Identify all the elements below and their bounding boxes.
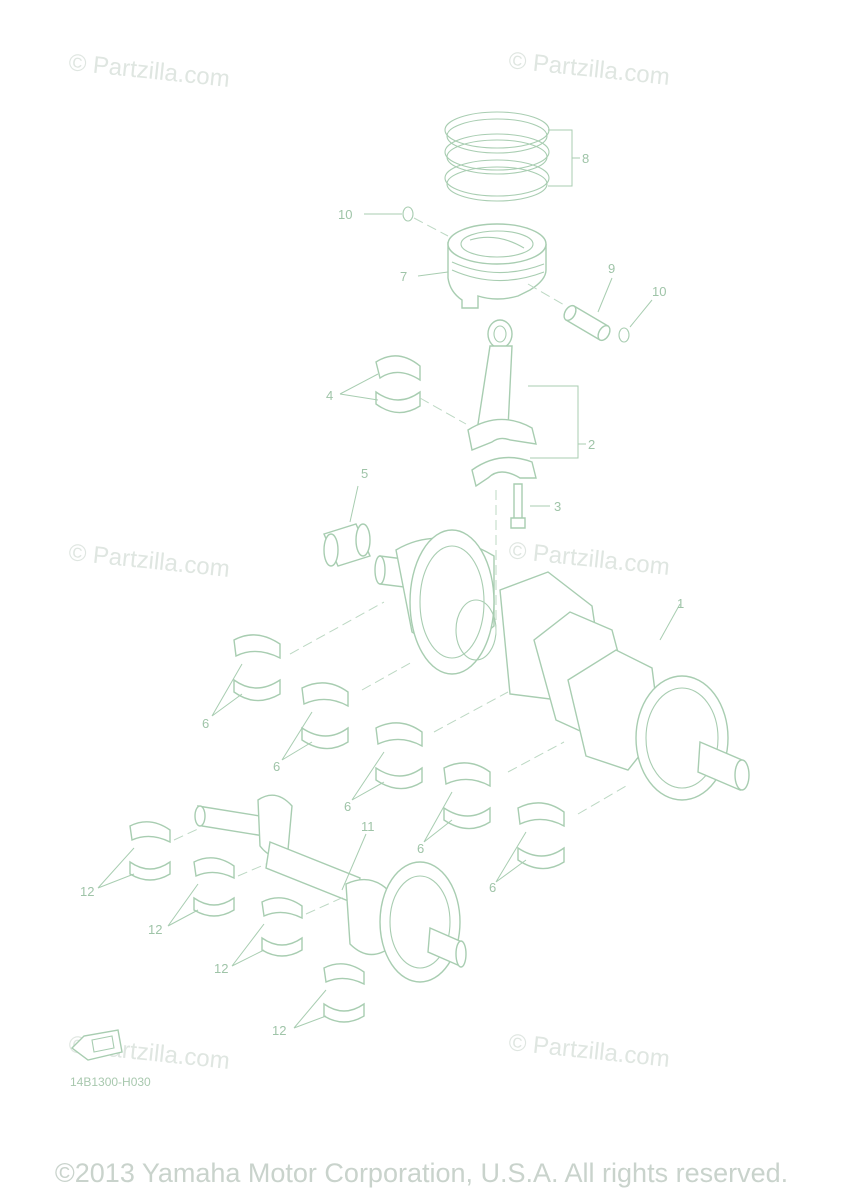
piston-part <box>417 223 547 309</box>
rod-bearing-part <box>339 355 467 425</box>
needle-bearing-part <box>323 485 371 567</box>
callout-6c: 6 <box>344 799 351 814</box>
watermark-middle-left: © Partzilla.com <box>67 539 231 583</box>
callout-12d: 12 <box>272 1023 286 1038</box>
piston-pin-part <box>527 277 613 342</box>
front-arrow-icon <box>70 1029 123 1061</box>
callout-6d: 6 <box>417 841 424 856</box>
balancer-shaft-part <box>194 794 467 983</box>
watermark-top-right: © Partzilla.com <box>507 47 671 91</box>
callout-4: 4 <box>326 388 333 403</box>
callout-2: 2 <box>588 437 595 452</box>
watermark-middle-right: © Partzilla.com <box>507 537 671 581</box>
watermark-bottom-right: © Partzilla.com <box>507 1029 671 1073</box>
callout-9: 9 <box>608 261 615 276</box>
callout-6b: 6 <box>273 759 280 774</box>
diagram-code: 14B1300-H030 <box>70 1075 151 1089</box>
piston-rings-part <box>444 111 580 202</box>
callout-labels: 1 2 3 4 5 6 6 6 6 6 7 8 9 10 10 11 12 12… <box>80 151 684 1038</box>
piston-clip-part <box>364 206 653 343</box>
callout-11: 11 <box>361 819 375 834</box>
callout-6a: 6 <box>202 716 209 731</box>
copyright-notice: ©2013 Yamaha Motor Corporation, U.S.A. A… <box>54 1158 789 1188</box>
rod-bolt-part <box>510 483 550 529</box>
watermark-top-left: © Partzilla.com <box>67 49 231 93</box>
callout-1: 1 <box>677 596 684 611</box>
crankshaft-part <box>374 490 750 801</box>
callout-3: 3 <box>554 499 561 514</box>
callout-12c: 12 <box>214 961 228 976</box>
callout-12a: 12 <box>80 884 94 899</box>
callout-8: 8 <box>582 151 589 166</box>
balancer-bearing-part <box>97 821 365 1029</box>
callout-12b: 12 <box>148 922 162 937</box>
callout-6e: 6 <box>489 880 496 895</box>
callout-10-right: 10 <box>652 284 666 299</box>
callout-7: 7 <box>400 269 407 284</box>
callout-10-left: 10 <box>338 207 352 222</box>
connecting-rod-part <box>467 319 586 488</box>
main-bearing-part <box>211 601 627 883</box>
callout-5: 5 <box>361 466 368 481</box>
